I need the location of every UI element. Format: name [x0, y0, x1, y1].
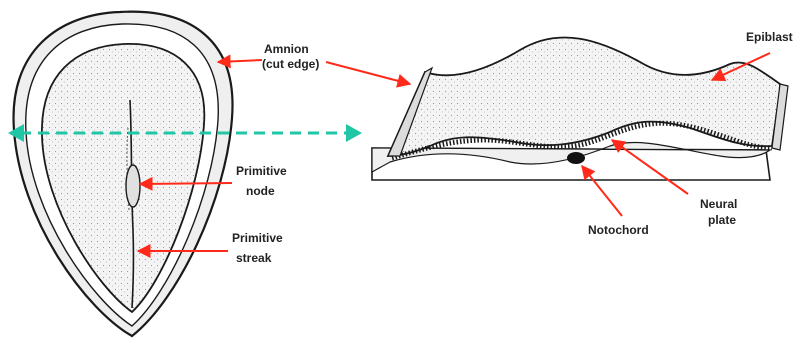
- label-primitive-node-2: node: [246, 184, 275, 198]
- label-primitive-node: Primitive: [236, 164, 287, 178]
- label-primitive-streak-2: streak: [236, 251, 272, 265]
- label-amnion-cut-edge: (cut edge): [262, 57, 319, 71]
- label-neural-plate-2: plate: [708, 213, 736, 227]
- label-neural-plate: Neural: [700, 197, 737, 211]
- arrow-primitive-node: [140, 183, 232, 184]
- label-epiblast: Epiblast: [746, 30, 793, 44]
- notochord-shape: [567, 152, 585, 164]
- cross-section: [372, 37, 788, 180]
- label-primitive-streak: Primitive: [232, 231, 283, 245]
- arrow-amnion-right: [326, 62, 410, 84]
- label-notochord: Notochord: [588, 223, 649, 237]
- primitive-node-shape: [126, 165, 140, 207]
- label-amnion: Amnion: [264, 42, 309, 56]
- embryonic-disc: [14, 12, 233, 336]
